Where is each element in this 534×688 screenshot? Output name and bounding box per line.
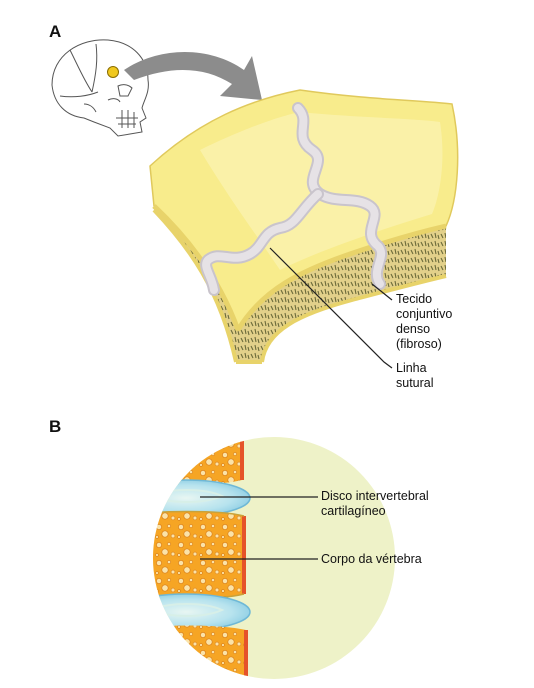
label-linha-sutural: Linha sutural [396,361,434,390]
skull-bone-section [149,89,459,364]
panel-label-b: B [49,417,62,436]
leader-lines-b [200,496,318,560]
leader-lines-a [269,247,393,369]
pointer-arrow [124,52,262,100]
skull-icon [51,39,149,137]
panel-label-a: A [49,22,62,41]
label-tecido-conjuntivo: Tecido conjuntivo denso (fibroso) [396,292,453,351]
label-disco-intervertebral: Disco intervertebral cartilagíneo [321,489,429,518]
label-corpo-vertebra: Corpo da vértebra [321,552,422,566]
vertebral-column [153,437,251,679]
suture-marker [107,66,119,78]
